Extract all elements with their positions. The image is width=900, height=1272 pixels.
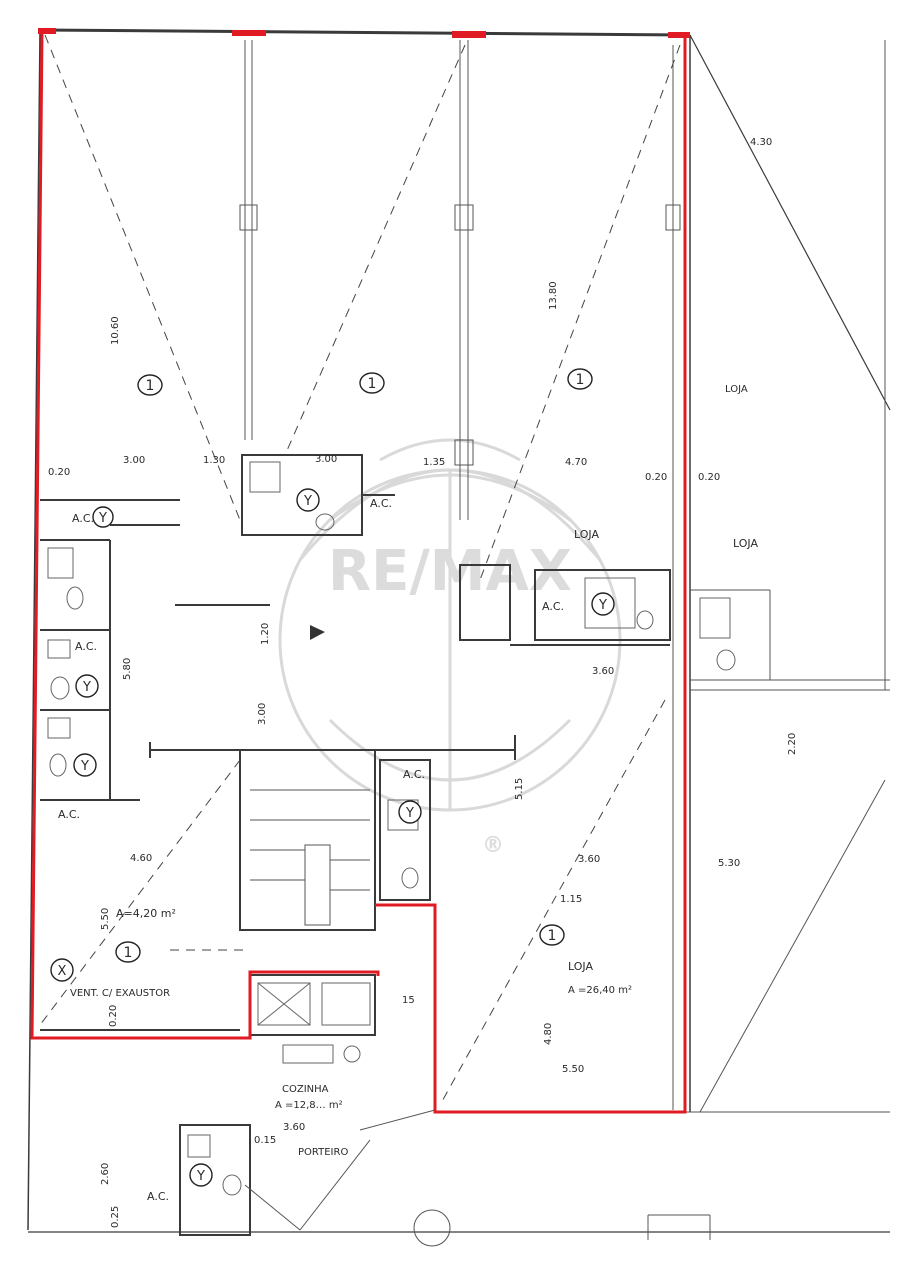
- svg-text:Y: Y: [82, 680, 91, 695]
- unit-marker-top-right: 1: [567, 368, 593, 390]
- svg-text:5.50: 5.50: [562, 1064, 584, 1075]
- y-marker-1: Y: [92, 506, 114, 528]
- svg-text:2.60: 2.60: [100, 1163, 111, 1185]
- unit-marker-top-left: 1: [137, 374, 163, 396]
- svg-text:3.00: 3.00: [315, 454, 337, 465]
- y-marker-7: Y: [189, 1163, 213, 1187]
- unit-markers: 1 1 1 1 1: [115, 368, 593, 963]
- ac-label-6: A.C.: [403, 768, 425, 781]
- svg-text:0.15: 0.15: [254, 1135, 276, 1146]
- svg-text:Y: Y: [405, 806, 414, 821]
- y-markers: Y Y Y Y Y Y Y X: [50, 488, 615, 1187]
- y-marker-6: Y: [398, 800, 422, 824]
- ac-label-3: A.C.: [75, 640, 97, 653]
- svg-text:3.00: 3.00: [257, 703, 268, 725]
- loja-far-right-label: LOJA: [725, 384, 748, 395]
- y-marker-2: Y: [296, 488, 320, 512]
- svg-text:1: 1: [576, 372, 585, 388]
- ac-label-7: A.C.: [147, 1190, 169, 1203]
- svg-text:Y: Y: [303, 494, 312, 509]
- svg-text:15: 15: [402, 995, 415, 1006]
- svg-text:0.25: 0.25: [110, 1206, 121, 1228]
- unit-marker-bottom-left: 1: [115, 941, 141, 963]
- svg-text:Y: Y: [80, 759, 89, 774]
- sanitary-fixtures: [47, 461, 736, 1196]
- unit-marker-bottom-right: 1: [539, 924, 565, 946]
- svg-text:Y: Y: [98, 511, 107, 526]
- x-marker: X: [50, 958, 74, 982]
- svg-text:1: 1: [124, 945, 133, 961]
- svg-text:4.60: 4.60: [130, 853, 152, 864]
- svg-text:Y: Y: [598, 598, 607, 613]
- arrow-icon: [310, 625, 325, 640]
- ac-label-1: A.C.: [72, 512, 94, 525]
- svg-text:3.60: 3.60: [283, 1122, 305, 1133]
- loja-area: A =26,40 m²: [568, 985, 632, 996]
- svg-text:0.20: 0.20: [698, 472, 720, 483]
- svg-text:5.15: 5.15: [514, 778, 525, 800]
- svg-text:3.60: 3.60: [578, 854, 600, 865]
- svg-text:5.80: 5.80: [122, 658, 133, 680]
- svg-text:5.30: 5.30: [718, 858, 740, 869]
- y-marker-3: Y: [75, 674, 99, 698]
- loja-label-top: LOJA: [574, 528, 599, 541]
- svg-text:0.20: 0.20: [48, 467, 70, 478]
- svg-text:10.60: 10.60: [110, 316, 121, 345]
- ac-label-4: A.C.: [58, 808, 80, 821]
- svg-text:4.70: 4.70: [565, 457, 587, 468]
- building-structure: [27, 28, 891, 1247]
- highlight-boundary: [30, 28, 690, 1114]
- ac-label-5: A.C.: [542, 600, 564, 613]
- svg-text:1: 1: [146, 378, 155, 394]
- room-labels: A.C. A.C. A.C. A.C. A.C. A.C. A.C. LOJA …: [58, 384, 758, 1203]
- svg-text:3.00: 3.00: [123, 455, 145, 466]
- svg-text:1.20: 1.20: [260, 623, 271, 645]
- svg-text:1.30: 1.30: [203, 455, 225, 466]
- cozinha-label: COZINHA: [282, 1084, 329, 1095]
- watermark-brand: RE/MAX: [328, 539, 572, 604]
- svg-text:0.20: 0.20: [645, 472, 667, 483]
- cozinha-area: A =12,8… m²: [275, 1100, 343, 1111]
- vent-label: VENT. C/ EXAUSTOR: [70, 988, 170, 999]
- svg-text:4.80: 4.80: [543, 1023, 554, 1045]
- svg-text:0.20: 0.20: [108, 1005, 119, 1027]
- svg-text:13.80: 13.80: [548, 281, 559, 310]
- svg-text:1: 1: [368, 376, 377, 392]
- remax-watermark: RE/MAX ®: [278, 438, 622, 858]
- dimension-labels: 3.00 1.30 3.00 1.35 4.70 0.20 0.20 0.20 …: [48, 137, 798, 1228]
- svg-text:1: 1: [548, 928, 557, 944]
- loja-label-bottom: LOJA: [568, 960, 593, 973]
- svg-text:5.50: 5.50: [100, 908, 111, 930]
- svg-text:1.35: 1.35: [423, 457, 445, 468]
- svg-text:4.30: 4.30: [750, 137, 772, 148]
- svg-text:Y: Y: [196, 1169, 205, 1184]
- svg-text:3.60: 3.60: [592, 666, 614, 677]
- porteiro-label: PORTEIRO: [298, 1147, 348, 1158]
- watermark-registered: ®: [482, 833, 504, 858]
- room-diagonals: [39, 34, 681, 1106]
- ac-label-2: A.C.: [370, 497, 392, 510]
- svg-text:X: X: [58, 964, 67, 979]
- svg-text:2.20: 2.20: [787, 733, 798, 755]
- y-marker-5: Y: [591, 592, 615, 616]
- y-marker-4: Y: [73, 753, 97, 777]
- svg-text:1.15: 1.15: [560, 894, 582, 905]
- unit-marker-top-mid: 1: [359, 372, 385, 394]
- left-room-area: A=4,20 m²: [116, 907, 176, 920]
- loja-label-right: LOJA: [733, 537, 758, 550]
